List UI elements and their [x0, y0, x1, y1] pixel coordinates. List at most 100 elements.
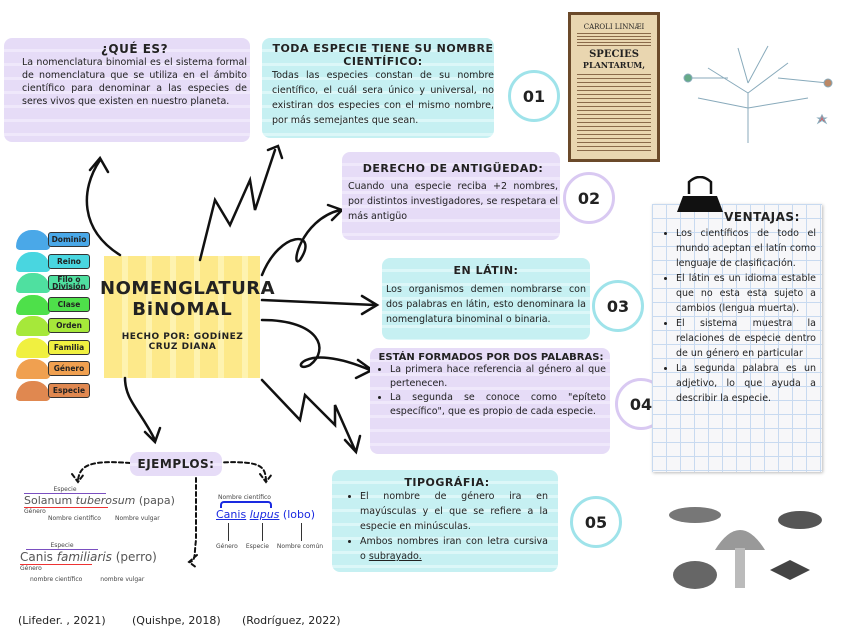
ventajas-item: El sistema muestra la relaciones de espe… [676, 316, 816, 361]
arrow-04 [260, 318, 375, 380]
ex1-common: (papa) [138, 494, 175, 507]
animals-fungi-illustration [669, 507, 822, 589]
book-author: CAROLI LINNÆI [583, 23, 645, 31]
ex2-species-label: Especie [26, 542, 98, 550]
rank-label: Dominio [48, 232, 90, 247]
section-05-item-text: Ambos nombres iran con letra cursiva o [360, 536, 548, 562]
ex3-species-label: Especie [245, 543, 269, 550]
section-03-title: EN LÁTIN: [453, 264, 519, 277]
ex3-species: lupus [249, 508, 280, 521]
center-highlight [104, 256, 260, 378]
section-01-highlight [262, 38, 494, 138]
ex2-genus-label: Género [20, 564, 92, 572]
ex1-genus-label: Género [24, 507, 108, 515]
ex3-common-label: Nombre común [276, 543, 324, 550]
phylogenetic-tree-image [683, 45, 833, 143]
ex2-species: familiaris [56, 550, 112, 564]
rank-cone-icon [16, 380, 50, 401]
section-05-underlined: subrayado. [368, 551, 422, 562]
ex2-sci-label: nombre científico [30, 576, 83, 583]
rank-cone-icon [16, 316, 50, 336]
section-02-highlight [342, 152, 560, 240]
arrow-zigzag-01 [198, 144, 284, 262]
que-es-highlight [4, 38, 250, 142]
number-03: 03 [592, 280, 644, 332]
ex2-genus: Canis [20, 550, 53, 564]
rank-cone-icon [16, 273, 50, 293]
section-03-highlight [382, 258, 590, 340]
species-plantarum-book-image: CAROLI LINNÆI SPECIES PLANTARUM, [568, 12, 660, 162]
section-04-title: ESTÁN FORMADOS POR DOS PALABRAS: [378, 352, 604, 363]
ejemplos-title: EJEMPLOS: [137, 457, 215, 471]
ventajas-note: VENTAJAS: Los científicos de todo el mun… [652, 204, 822, 472]
section-05-highlight [332, 470, 558, 572]
arrow-ex1 [71, 461, 131, 484]
rank-cone-icon [16, 337, 50, 358]
book-title2: PLANTARUM, [582, 60, 646, 70]
section-05-item: Ambos nombres iran con letra cursiva o s… [360, 534, 548, 564]
rank-label: Reino [48, 253, 90, 269]
example-solanum: Especie Solanum tuberosum (papa) Género … [24, 486, 189, 522]
ex1-genus: Solanum [24, 494, 73, 507]
arrow-up-que-es [85, 155, 122, 257]
section-04-highlight [370, 348, 610, 454]
que-es-text: La nomenclatura binomial es el sistema f… [22, 57, 247, 107]
ejemplos-highlight [130, 452, 222, 476]
ex2-common: (perro) [115, 550, 157, 564]
arrow-02 [260, 203, 345, 277]
arrow-03 [260, 294, 380, 316]
rank-cone-icon [16, 251, 50, 272]
center-title-block: NOMENGLATURA BiNOMAL HECHO POR: GODÍNEZ … [100, 278, 276, 352]
citation: (Rodríguez, 2022) [242, 614, 341, 627]
section-05-item: El nombre de género ira en mayúsculas y … [360, 489, 548, 534]
number-02: 02 [563, 172, 615, 224]
section-01-text: Todas las especies constan de su nombre … [272, 70, 494, 126]
section-04: ESTÁN FORMADOS POR DOS PALABRAS: La prim… [376, 352, 606, 419]
ex1-sci-label: Nombre científico [48, 515, 101, 522]
binder-clip-icon [677, 176, 723, 212]
rank-label: Familia [48, 339, 90, 355]
rank-cone-icon [16, 230, 50, 250]
ex1-species-label: Especie [24, 486, 106, 494]
section-02-text: Cuando una especie reciba +2 nombres, po… [348, 181, 558, 222]
rank-cone-icon [16, 359, 50, 379]
section-01: TODA ESPECIE TIENE SU NOMBRE CIENTÍFICO:… [272, 42, 494, 128]
example-canis-familiaris: Especie Canis familiaris (perro) Género … [20, 542, 190, 583]
section-04-item: La segunda se conoce como "epíteto espec… [390, 391, 606, 419]
arrow-ejemplos [123, 376, 162, 445]
section-03: EN LÁTIN: Los organismos demen nombrarse… [386, 264, 586, 327]
citation: (Quishpe, 2018) [132, 614, 221, 627]
ex3-common: (lobo) [282, 508, 315, 521]
author: HECHO POR: GODÍNEZ CRUZ DIANA [121, 332, 244, 352]
number-05: 05 [570, 496, 622, 548]
ventajas-title: VENTAJAS: [724, 210, 800, 224]
ex3-genus-label: Género [216, 543, 238, 550]
section-04-item: La primera hace referencia al género al … [390, 363, 606, 391]
section-05: TIPOGRÁFIA: El nombre de género ira en m… [346, 476, 548, 564]
ex3-genus: Canis [216, 508, 247, 521]
rank-cone-icon [16, 294, 50, 315]
example-canis-lupus: Nombre científico Canis lupus (lobo) Gén… [216, 494, 336, 550]
arrow-ex3 [209, 461, 273, 484]
ex2-vulgar-label: nombre vulgar [100, 576, 145, 583]
citation: (Lifeder. , 2021) [18, 614, 106, 627]
ex1-vulgar-label: Nombre vulgar [114, 515, 160, 522]
book-title1: SPECIES [589, 49, 639, 60]
que-es-title: ¿QUÉ ES? [100, 42, 169, 56]
rank-label: Clase [48, 296, 90, 312]
rank-label: Filo o División [48, 275, 90, 290]
rank-label: Orden [48, 318, 90, 333]
arrow-ex2 [187, 477, 198, 569]
section-02-title: DERECHO DE ANTIGÜEDAD: [362, 162, 544, 175]
main-title-line2: BiNOMAL [132, 299, 233, 320]
section-05-title: TIPOGRÁFIA: [404, 476, 490, 489]
arrow-zigzag-05 [260, 378, 362, 455]
ex3-label: Nombre científico [218, 494, 271, 501]
ventajas-item: El látin es un idioma estable que no est… [676, 271, 816, 316]
main-title-line1: NOMENGLATURA [100, 278, 276, 299]
section-02: DERECHO DE ANTIGÜEDAD: Cuando una especi… [348, 162, 558, 224]
ex1-species: tuberosum [75, 494, 136, 507]
que-es-box: ¿QUÉ ES? La nomenclatura binomial es el … [22, 42, 247, 108]
ventajas-item: La segunda palabra es un adjetivo, lo qu… [676, 361, 816, 406]
